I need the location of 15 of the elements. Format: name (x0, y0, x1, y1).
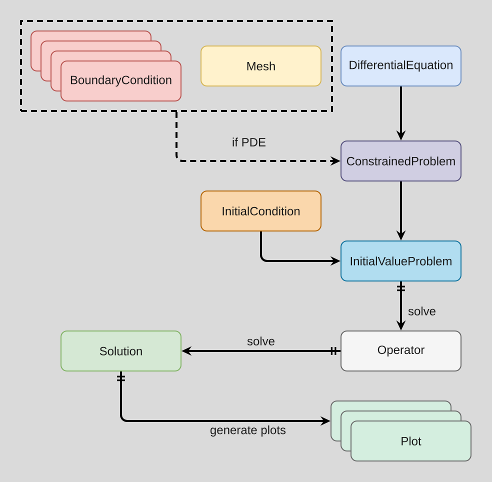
dashed-frame (20, 20, 333, 112)
edge-label: generate plots (210, 425, 286, 437)
rounded-box: Solution (60, 330, 182, 372)
edge-label: solve (408, 306, 436, 316)
card-stack: BoundaryCondition (30, 30, 182, 102)
edge-label: if PDE (232, 138, 266, 146)
rounded-box: ConstrainedProblem (340, 140, 462, 182)
rounded-box: InitialValueProblem (340, 240, 462, 282)
edge-label: solve (247, 336, 274, 346)
rounded-box: InitialCondition (200, 190, 322, 232)
node-label: BoundaryCondition (70, 75, 172, 87)
rounded-box: DifferentialEquation (340, 46, 462, 86)
rounded-box: Operator (340, 330, 462, 372)
rounded-box: Mesh (200, 46, 322, 86)
card-stack: Plot (330, 400, 472, 462)
